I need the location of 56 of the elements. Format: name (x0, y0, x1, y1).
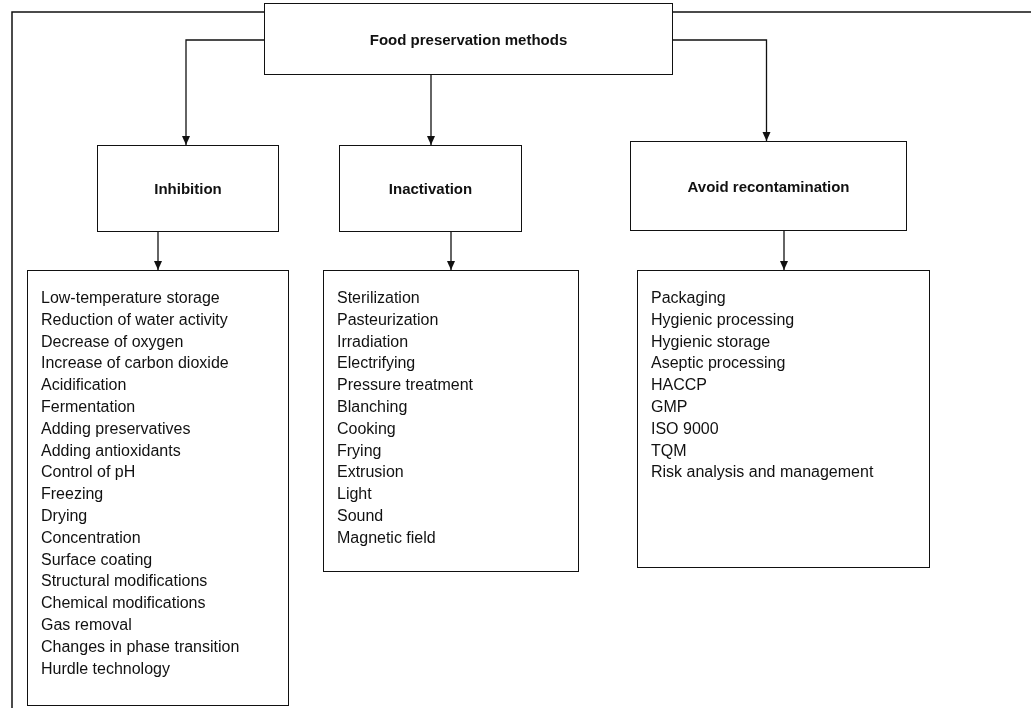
list-item: Fermentation (41, 397, 136, 417)
list-item: ISO 9000 (651, 418, 719, 439)
list-item: Aseptic processing (651, 353, 786, 374)
list-item: Surface coating (41, 549, 153, 570)
category-box (97, 145, 279, 232)
arrow (780, 230, 788, 271)
list-item: Structural modifications (41, 571, 208, 592)
list-item: Extrusion (337, 462, 404, 483)
list-item: Acidification (41, 375, 127, 396)
method-list-box (27, 270, 289, 706)
list-item: Chemical modifications (41, 593, 206, 614)
list-item: Packaging (651, 288, 726, 308)
heading: Inactivation (388, 180, 473, 197)
list-item: Cooking (337, 418, 396, 439)
list-item: TQM (651, 440, 687, 461)
arrow (182, 39, 265, 146)
method-list-box (637, 270, 930, 568)
title-box (264, 3, 673, 75)
list-item: Blanching (337, 397, 408, 417)
heading: Inhibition (154, 180, 222, 197)
list-item: Risk analysis and management (651, 462, 874, 483)
arrow (447, 231, 455, 271)
list-item: GMP (651, 397, 688, 417)
category-box (339, 145, 522, 232)
list-item: Light (337, 484, 372, 505)
arrow (427, 74, 435, 146)
list-item: Frying (337, 440, 382, 461)
list-item: Drying (41, 505, 88, 526)
list-item: Irradiation (337, 331, 409, 352)
list-item: Concentration (41, 527, 141, 548)
category-box (630, 141, 907, 231)
list-item: Low-temperature storage (41, 288, 220, 308)
list-item: Sound (337, 505, 384, 526)
list-item: Magnetic field (337, 527, 436, 548)
list-item: Electrifying (337, 353, 416, 374)
list-item: Pasteurization (337, 309, 439, 330)
list-item: Decrease of oxygen (41, 331, 184, 352)
list-item: Hygienic processing (651, 309, 795, 330)
list-item: HACCP (651, 375, 707, 396)
list-item: Sterilization (337, 288, 420, 308)
list-item: Hygienic storage (651, 331, 771, 352)
heading: Food preservation methods (369, 30, 568, 48)
list-item: Adding preservatives (41, 418, 191, 439)
list-item: Changes in phase transition (41, 636, 240, 657)
list-item: Pressure treatment (337, 375, 474, 396)
list-item: Reduction of water activity (41, 309, 228, 330)
method-list-box (323, 270, 579, 572)
list-item: Gas removal (41, 614, 132, 635)
list-item: Adding antioxidants (41, 440, 181, 461)
list-item: Increase of carbon dioxide (41, 353, 229, 374)
arrow (154, 231, 162, 271)
heading: Avoid recontamination (687, 177, 850, 195)
list-item: Hurdle technology (41, 658, 170, 679)
arrow (672, 39, 771, 142)
list-item: Freezing (41, 484, 104, 505)
list-item: Control of pH (41, 462, 136, 483)
